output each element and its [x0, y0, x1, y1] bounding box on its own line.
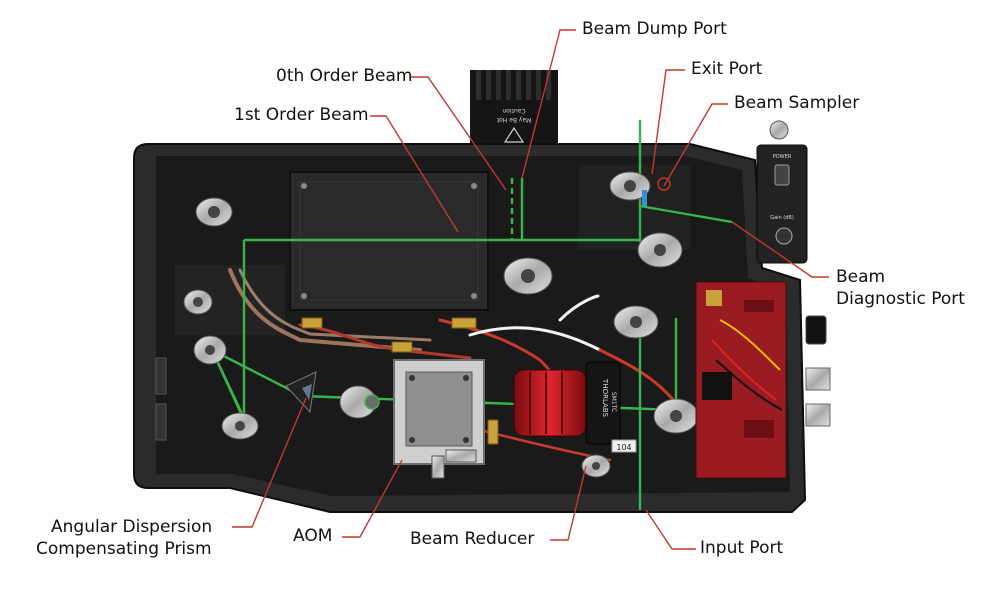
mirror-mount-4 — [221, 412, 259, 440]
side-connector-black — [805, 315, 827, 345]
gain-label: Gain (dB) — [770, 215, 794, 221]
mirror-mount-3 — [193, 335, 227, 365]
label-zeroth-order-beam: 0th Order Beam — [276, 66, 413, 86]
mirror-mount-10 — [581, 454, 611, 478]
label-input-port: Input Port — [700, 538, 784, 558]
label-angular-dispersion-line2: Compensating Prism — [36, 539, 212, 559]
lens-holder — [339, 385, 380, 419]
side-connectors — [805, 315, 831, 427]
leader-angular-dispersion-prism — [232, 397, 307, 528]
leader-beam-sampler — [663, 103, 728, 187]
bnc-connector-1 — [805, 367, 831, 391]
prism — [285, 371, 317, 414]
leader-zeroth-order-beam — [411, 76, 507, 191]
cable-tag-text: 104 — [616, 443, 631, 452]
beam-reducer: THORLABS SM1TC — [513, 361, 621, 445]
left-clip-1 — [155, 357, 167, 395]
mirror-mount-1 — [195, 197, 233, 227]
leader-beam-diagnostic-port — [731, 221, 829, 278]
leader-beam-reducer — [550, 465, 587, 541]
power-gain-module: POWER Gain (dB) — [756, 120, 808, 264]
heatsink-fins — [476, 70, 551, 100]
label-beam-diagnostic-port-line1: Beam — [836, 267, 886, 287]
leader-beam-dump-port — [521, 29, 576, 179]
power-label: POWER — [773, 154, 792, 160]
mirror-mount-6 — [609, 171, 651, 201]
label-aom: AOM — [293, 526, 333, 546]
mirror-mount-8 — [613, 305, 659, 339]
label-exit-port: Exit Port — [691, 59, 763, 79]
leader-aom — [342, 459, 403, 538]
label-beam-dump-port: Beam Dump Port — [582, 19, 727, 39]
pcb-board — [695, 281, 787, 479]
mirror-mount-5 — [503, 257, 553, 295]
gain-knob — [775, 227, 793, 245]
plate-screws — [301, 183, 477, 299]
aom-module — [393, 359, 485, 479]
leader-first-order-beam — [370, 115, 459, 233]
heatsink: Caution May Be Hot — [470, 70, 558, 145]
power-switch — [774, 164, 790, 186]
leader-input-port — [645, 509, 696, 550]
reducer-brand-text: THORLABS — [601, 378, 609, 417]
caution-triangle-icon — [503, 126, 525, 143]
label-beam-sampler: Beam Sampler — [734, 93, 860, 113]
reducer-model-text: SM1TC — [610, 392, 617, 412]
heatsink-caution-text: Caution — [502, 107, 525, 114]
mirror-mount-7 — [637, 232, 683, 268]
leader-exit-port — [651, 69, 685, 175]
label-beam-reducer: Beam Reducer — [410, 529, 535, 549]
left-clip-2 — [155, 403, 167, 441]
label-beam-diagnostic-port-line2: Diagnostic Port — [836, 289, 965, 309]
cable-tag: 104 — [611, 439, 637, 453]
exit-port-aperture — [657, 177, 671, 191]
mirror-mount-2 — [183, 289, 213, 315]
sma-connector-top — [769, 120, 789, 140]
bnc-connector-2 — [805, 403, 831, 427]
heatsink-body — [470, 70, 558, 145]
label-first-order-beam: 1st Order Beam — [234, 105, 369, 125]
floor-recess-left — [175, 265, 285, 335]
gold-connectors — [301, 317, 499, 445]
floor-recess-right — [578, 165, 690, 250]
label-angular-dispersion-line1: Angular Dispersion — [51, 517, 213, 537]
power-module-body — [756, 144, 808, 264]
heatsink-hot-text: May Be Hot — [496, 116, 531, 123]
beam-sampler-optic — [642, 190, 647, 206]
